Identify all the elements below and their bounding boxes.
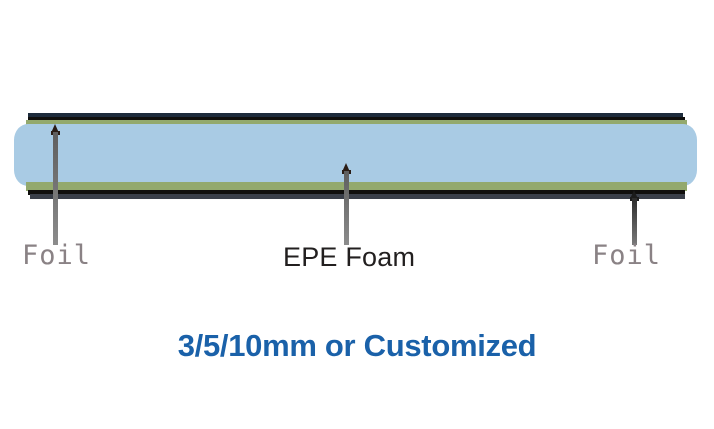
thickness-caption: 3/5/10mm or Customized xyxy=(177,328,537,363)
leader-stem xyxy=(344,171,349,245)
leader-stem xyxy=(53,132,58,245)
callout-label-epe-foam: EPE Foam xyxy=(283,242,416,272)
arrowhead-up-icon xyxy=(342,163,350,172)
arrowhead-up-icon xyxy=(630,190,638,199)
arrowhead-up-icon xyxy=(51,124,59,133)
callout-label-foil-right: Foil xyxy=(592,240,662,271)
leader-stem xyxy=(632,198,637,245)
layer-navy-bottom xyxy=(30,194,685,199)
layer-foam-core xyxy=(14,124,697,186)
layer-adhesive-bottom xyxy=(26,182,687,191)
layer-foil-bottom xyxy=(28,190,685,195)
layer-foil-top xyxy=(28,117,685,121)
layer-navy-top xyxy=(28,113,683,118)
callout-label-foil-left: Foil xyxy=(22,240,92,271)
